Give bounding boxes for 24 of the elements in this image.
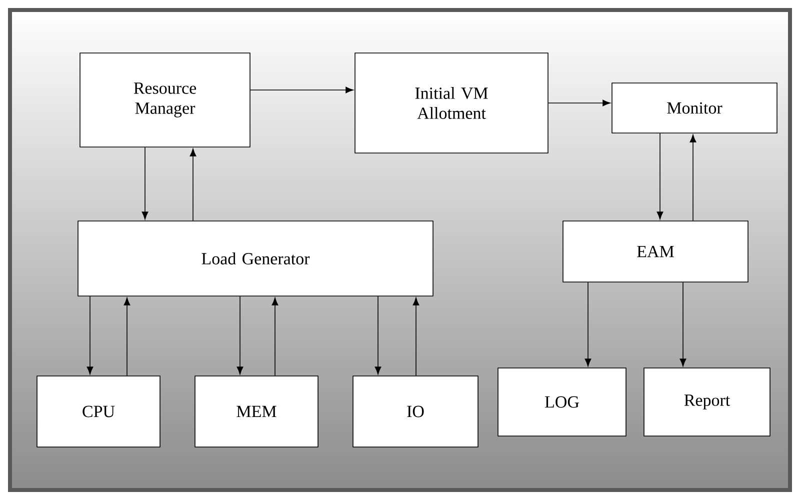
arrow — [124, 298, 130, 376]
arrow — [190, 148, 196, 221]
process-box: Monitor — [612, 82, 778, 134]
arrow — [690, 134, 696, 221]
arrow — [236, 296, 244, 374]
process-box: Initial VM Allotment — [354, 52, 548, 154]
arrow — [680, 282, 686, 366]
process-box: LOG — [498, 368, 626, 436]
process-box: Resource Manager — [80, 52, 250, 148]
arrow — [272, 298, 278, 376]
process-box: MEM — [194, 376, 318, 448]
arrow — [548, 100, 610, 106]
process-box: Load Generator — [78, 220, 434, 296]
arrow — [412, 298, 420, 376]
arrow — [656, 133, 664, 220]
arrow — [86, 296, 94, 374]
arrow — [142, 147, 148, 220]
arrow — [584, 282, 592, 366]
process-box: CPU — [36, 376, 160, 448]
process-box: Report — [644, 368, 770, 436]
process-box: IO — [352, 376, 478, 448]
arrow — [250, 86, 354, 94]
process-box: EAM — [562, 220, 748, 282]
arrow — [374, 296, 382, 374]
